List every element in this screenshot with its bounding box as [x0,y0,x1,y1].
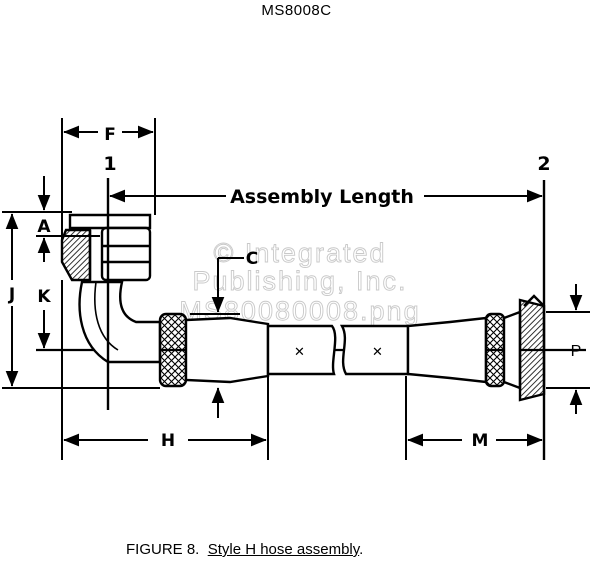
label-A: A [37,217,51,237]
figure-caption: FIGURE 8. Style H hose assembly. [126,541,363,558]
dimension-H [61,280,269,460]
dimension-J-A-K [2,176,160,389]
label-station-2: 2 [537,153,550,175]
label-M: M [472,431,489,451]
document-id: MS8008C [261,2,332,19]
left-socket [158,312,270,388]
label-assembly-length: Assembly Length [230,186,414,208]
watermark: © Integrated Publishing, Inc. MS80080008… [179,238,419,327]
label-station-1: 1 [103,153,116,175]
caption-prefix: FIGURE 8. [126,541,200,558]
watermark-line-2: Publishing, Inc. [192,266,407,296]
watermark-line-1: © Integrated [214,238,387,268]
label-P: P [571,343,582,360]
label-F: F [104,125,116,145]
elbow-fitting [60,213,162,364]
dimension-C [190,257,244,418]
hose-body: ✕ ✕ [266,324,410,376]
label-J: J [8,285,15,305]
label-C: C [246,249,258,269]
svg-text:✕: ✕ [372,344,383,359]
caption-title: Style H hose assembly [207,541,360,558]
svg-text:✕: ✕ [294,344,305,359]
label-H: H [161,431,175,451]
right-socket [406,294,546,402]
dimension-F [61,118,156,240]
dimension-P [546,284,590,414]
label-K: K [37,287,51,307]
caption-suffix: . [359,541,364,558]
dimension-M [405,376,543,460]
